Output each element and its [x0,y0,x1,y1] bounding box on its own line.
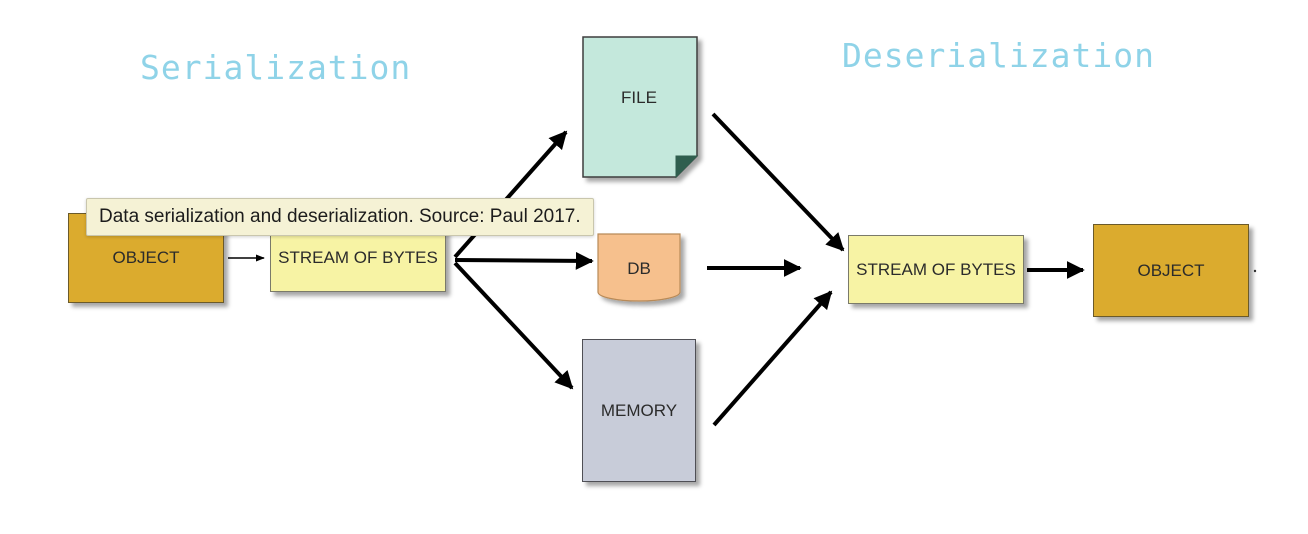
serialization-heading: Serialization [140,48,412,87]
deserialization-heading: Deserialization [842,36,1156,75]
arrow-stream-to-file [453,130,568,259]
stream-left-label: STREAM OF BYTES [278,248,438,267]
db-node [597,233,681,302]
arrow-file-to-stream [711,112,845,252]
object-right-box: OBJECT [1093,224,1249,317]
object-right-label: OBJECT [1137,260,1205,280]
arrow-memory-to-stream [712,290,833,427]
file-label: FILE [621,88,657,107]
memory-box: MEMORY [582,339,696,482]
stream-right-box: STREAM OF BYTES [848,235,1024,304]
stream-right-label: STREAM OF BYTES [856,259,1016,279]
object-left-label: OBJECT [112,248,180,267]
caption-tooltip: Data serialization and deserialization. … [86,198,594,236]
arrow-stream-to-db [454,251,594,270]
db-label: DB [627,259,651,278]
file-node [582,36,699,179]
memory-label: MEMORY [600,400,678,420]
arrow-stream-to-memory [453,261,574,390]
dot-mark [1253,269,1257,273]
